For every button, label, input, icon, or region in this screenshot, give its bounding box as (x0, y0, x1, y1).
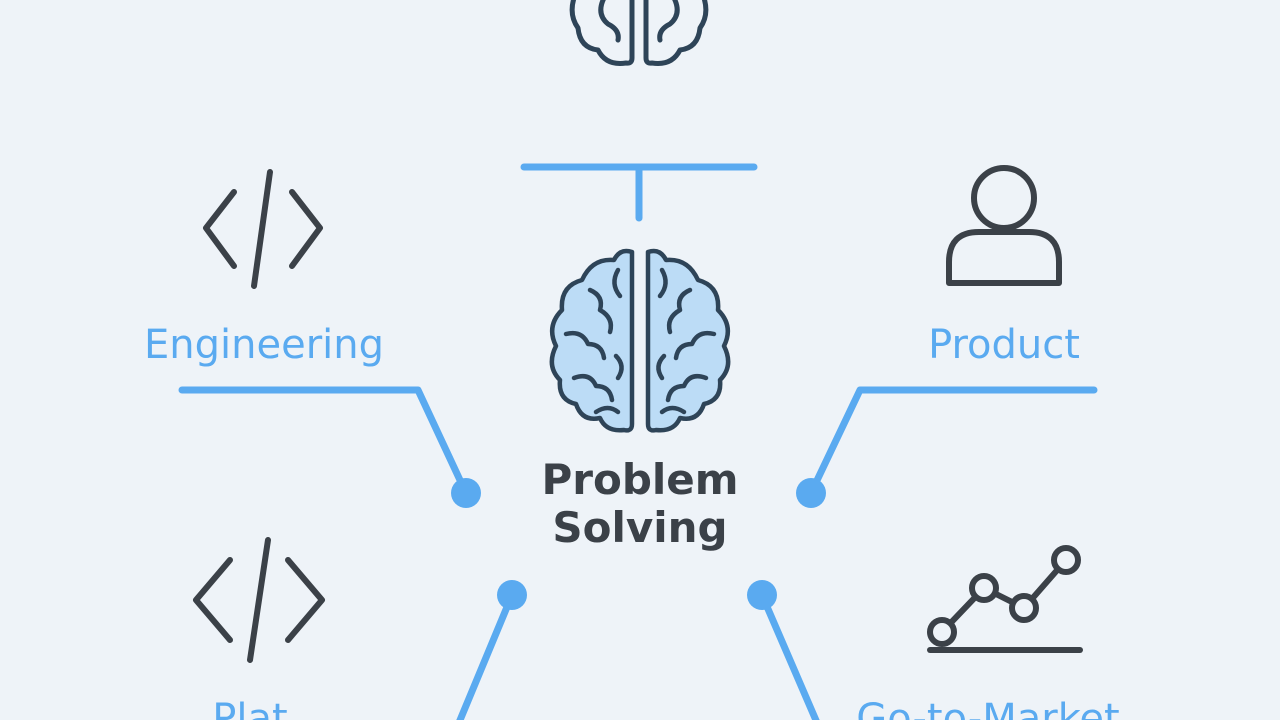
top-brain-icon (569, 0, 709, 66)
code-icon (203, 169, 323, 289)
bottom-left-connector (456, 591, 516, 720)
engineering-label: Engineering (144, 322, 384, 368)
center-title-line2: Solving (552, 503, 727, 552)
go-to-market-label: Go-to-Market (856, 696, 1119, 720)
code-icon (193, 537, 325, 663)
center-title-line1: Problem (541, 455, 738, 504)
bottom-left-label: Plat (212, 696, 287, 720)
brain-icon (549, 248, 731, 433)
engineering-connector (178, 386, 470, 497)
product-label: Product (928, 322, 1080, 368)
line-chart-icon (927, 545, 1083, 653)
product-node-dot (796, 478, 826, 508)
top-connector (520, 163, 758, 222)
user-icon (946, 165, 1062, 286)
engineering-node-dot (451, 478, 481, 508)
go-to-market-connector (758, 591, 820, 720)
product-connector (807, 386, 1098, 497)
